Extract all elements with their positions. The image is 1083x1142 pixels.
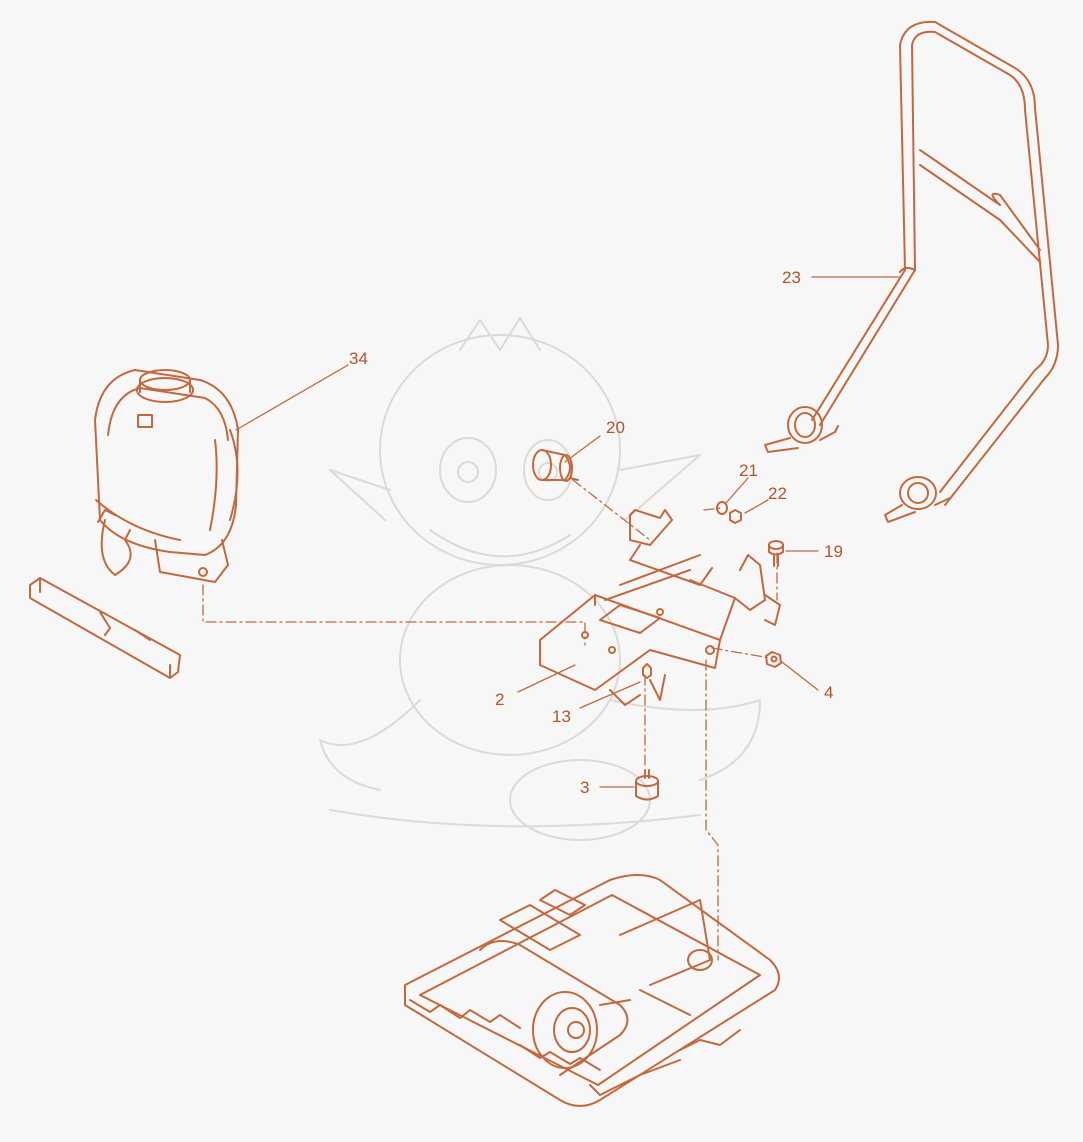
watermark-dragon xyxy=(319,317,761,841)
label-20: 20 xyxy=(606,418,625,437)
label-19: 19 xyxy=(824,542,843,561)
part-bolt xyxy=(768,540,784,567)
part-base-plate xyxy=(404,874,780,1107)
part-isolator xyxy=(532,449,579,482)
part-washer xyxy=(716,501,728,515)
label-23: 23 xyxy=(782,268,801,287)
part-spray-bar xyxy=(29,509,181,679)
label-2: 2 xyxy=(495,690,504,709)
label-22: 22 xyxy=(768,484,787,503)
label-13: 13 xyxy=(552,707,571,726)
part-bracket-frame xyxy=(539,509,781,706)
label-34: 34 xyxy=(349,349,368,368)
part-nut xyxy=(729,509,742,524)
label-3: 3 xyxy=(580,778,589,797)
part-water-tank xyxy=(94,369,239,583)
part-isolator-mount xyxy=(635,769,659,801)
label-21: 21 xyxy=(739,461,758,480)
leader-lines xyxy=(235,276,901,788)
part-labels: 23 34 20 21 22 19 2 13 4 3 xyxy=(349,268,843,797)
part-handle xyxy=(764,20,1059,523)
part-nut-4 xyxy=(765,651,782,668)
part-stud xyxy=(642,663,652,679)
label-4: 4 xyxy=(824,683,833,702)
alignment-lines xyxy=(202,479,778,961)
